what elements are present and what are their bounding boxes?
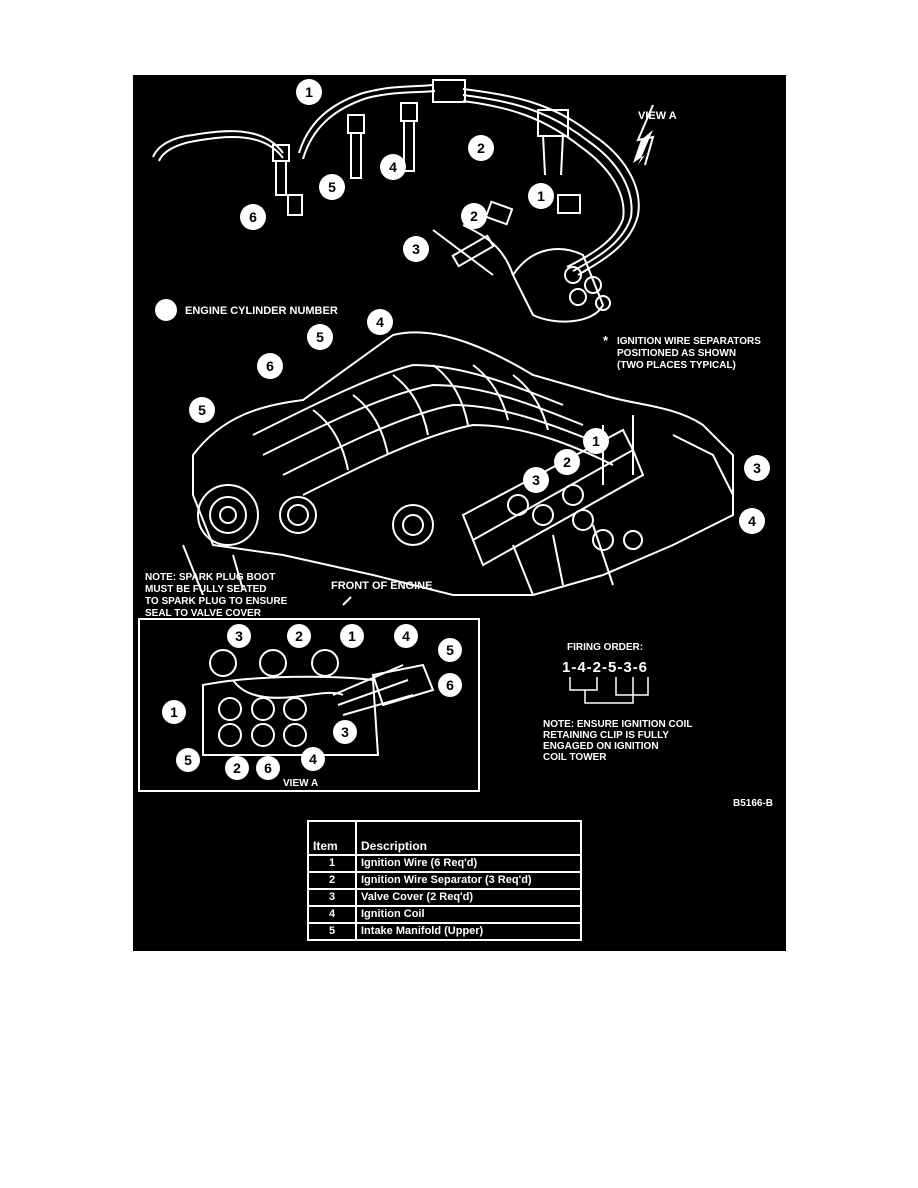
header-item: Item xyxy=(307,820,357,856)
coil-note-line3: ENGAGED ON IGNITION xyxy=(543,741,659,752)
coil-note-line1: NOTE: ENSURE IGNITION COIL xyxy=(543,719,692,730)
spark-note-line1: NOTE: SPARK PLUG BOOT xyxy=(145,572,275,583)
table-row: 5 Intake Manifold (Upper) xyxy=(307,922,582,941)
separators-note-line3: (TWO PLACES TYPICAL) xyxy=(617,360,736,371)
callout-top-cyl5: 5 xyxy=(328,179,336,195)
coil-note-line4: COIL TOWER xyxy=(543,752,607,763)
legend-table: Item Description 1 Ignition Wire (6 Req'… xyxy=(307,820,582,941)
engine-illustration xyxy=(182,331,734,596)
front-of-engine-label: FRONT OF ENGINE xyxy=(331,580,432,592)
row-description: Valve Cover (2 Req'd) xyxy=(355,888,582,907)
table-header-row: Item Description xyxy=(307,820,582,856)
row-item: 2 xyxy=(307,871,357,890)
coil-note-line2: RETAINING CLIP IS FULLY xyxy=(543,730,669,741)
row-description: Ignition Coil xyxy=(355,905,582,924)
callout-eng-coil: 4 xyxy=(748,513,756,529)
callout-inset-bottom-6: 6 xyxy=(264,760,272,776)
figure-code: B5166-B xyxy=(733,798,773,809)
spark-note-line2: MUST BE FULLY SEATED xyxy=(145,584,267,595)
firing-order-brackets xyxy=(569,677,649,704)
callout-inset-bottom-2: 2 xyxy=(233,760,241,776)
row-item: 3 xyxy=(307,888,357,907)
engine-callouts: 5 6 5 4 1 2 3 3 4 xyxy=(189,309,770,534)
callout-top-cyl6: 6 xyxy=(249,209,257,225)
row-item: 1 xyxy=(307,854,357,873)
callout-eng-3: 3 xyxy=(532,472,540,488)
firing-order-sequence: 1-4-2-5-3-6 xyxy=(562,659,648,676)
callout-top-cyl4: 4 xyxy=(389,159,397,175)
engine-cylinder-number-label: ENGINE CYLINDER NUMBER xyxy=(185,305,338,317)
spark-note-line4: SEAL TO VALVE COVER xyxy=(145,608,262,619)
spark-note-line3: TO SPARK PLUG TO ENSURE xyxy=(145,596,288,607)
row-item: 4 xyxy=(307,905,357,924)
callout-eng-6: 6 xyxy=(266,358,274,374)
callout-inset-6: 6 xyxy=(446,677,454,693)
diagram-panel: VIEW A 1 2 4 5 6 1 2 3 ENGINE CYLINDER N… xyxy=(133,75,786,951)
callout-inset-5: 5 xyxy=(446,642,454,658)
front-arrow xyxy=(342,596,352,606)
callout-top-right-3: 3 xyxy=(412,241,420,257)
view-a-arrow xyxy=(633,130,653,165)
callout-inset-1: 1 xyxy=(348,628,356,644)
ignition-diagram: VIEW A 1 2 4 5 6 1 2 3 ENGINE CYLINDER N… xyxy=(138,79,773,809)
callout-inset-2: 2 xyxy=(295,628,303,644)
view-a-inset-label: VIEW A xyxy=(283,778,318,789)
view-a-inset-drawing xyxy=(202,649,435,756)
table-row: 3 Valve Cover (2 Req'd) xyxy=(307,888,582,907)
callout-inset-bottom-4: 4 xyxy=(309,751,317,767)
callout-eng-4: 4 xyxy=(376,314,384,330)
top-callouts: 1 2 4 5 6 1 2 3 xyxy=(240,79,554,262)
header-description: Description xyxy=(355,820,582,856)
row-description: Intake Manifold (Upper) xyxy=(355,922,582,941)
separators-note-line1: IGNITION WIRE SEPARATORS xyxy=(617,336,761,347)
callout-inset-right-3: 3 xyxy=(341,724,349,740)
view-a-inset-callouts: 3 2 1 4 5 6 1 5 2 6 4 3 xyxy=(162,624,462,780)
callout-inset-bottom-5: 5 xyxy=(184,752,192,768)
row-description: Ignition Wire Separator (3 Req'd) xyxy=(355,871,582,890)
row-item: 5 xyxy=(307,922,357,941)
view-a-inset-frame xyxy=(138,618,480,792)
cylinder-number-symbol xyxy=(155,299,177,321)
table-row: 4 Ignition Coil xyxy=(307,905,582,924)
callout-inset-3: 3 xyxy=(235,628,243,644)
callout-eng-2: 2 xyxy=(563,454,571,470)
table-row: 1 Ignition Wire (6 Req'd) xyxy=(307,854,582,873)
table-row: 2 Ignition Wire Separator (3 Req'd) xyxy=(307,871,582,890)
callout-top-right-2: 2 xyxy=(470,208,478,224)
callout-eng-5-left: 5 xyxy=(198,402,206,418)
row-description: Ignition Wire (6 Req'd) xyxy=(355,854,582,873)
callout-eng-5: 5 xyxy=(316,329,324,345)
callout-eng-1: 1 xyxy=(592,433,600,449)
firing-order-title: FIRING ORDER: xyxy=(567,642,643,653)
callout-eng-valve-cover: 3 xyxy=(753,460,761,476)
view-a-top-label: VIEW A xyxy=(638,110,677,122)
callout-inset-left-1: 1 xyxy=(170,704,178,720)
asterisk-mark: * xyxy=(603,333,609,348)
callout-inset-4: 4 xyxy=(402,628,410,644)
callout-top-separator: 2 xyxy=(477,140,485,156)
ignition-wire-set xyxy=(152,79,655,323)
callout-top-wire: 1 xyxy=(305,84,313,100)
separators-note-line2: POSITIONED AS SHOWN xyxy=(617,348,736,359)
callout-top-right-1: 1 xyxy=(537,188,545,204)
